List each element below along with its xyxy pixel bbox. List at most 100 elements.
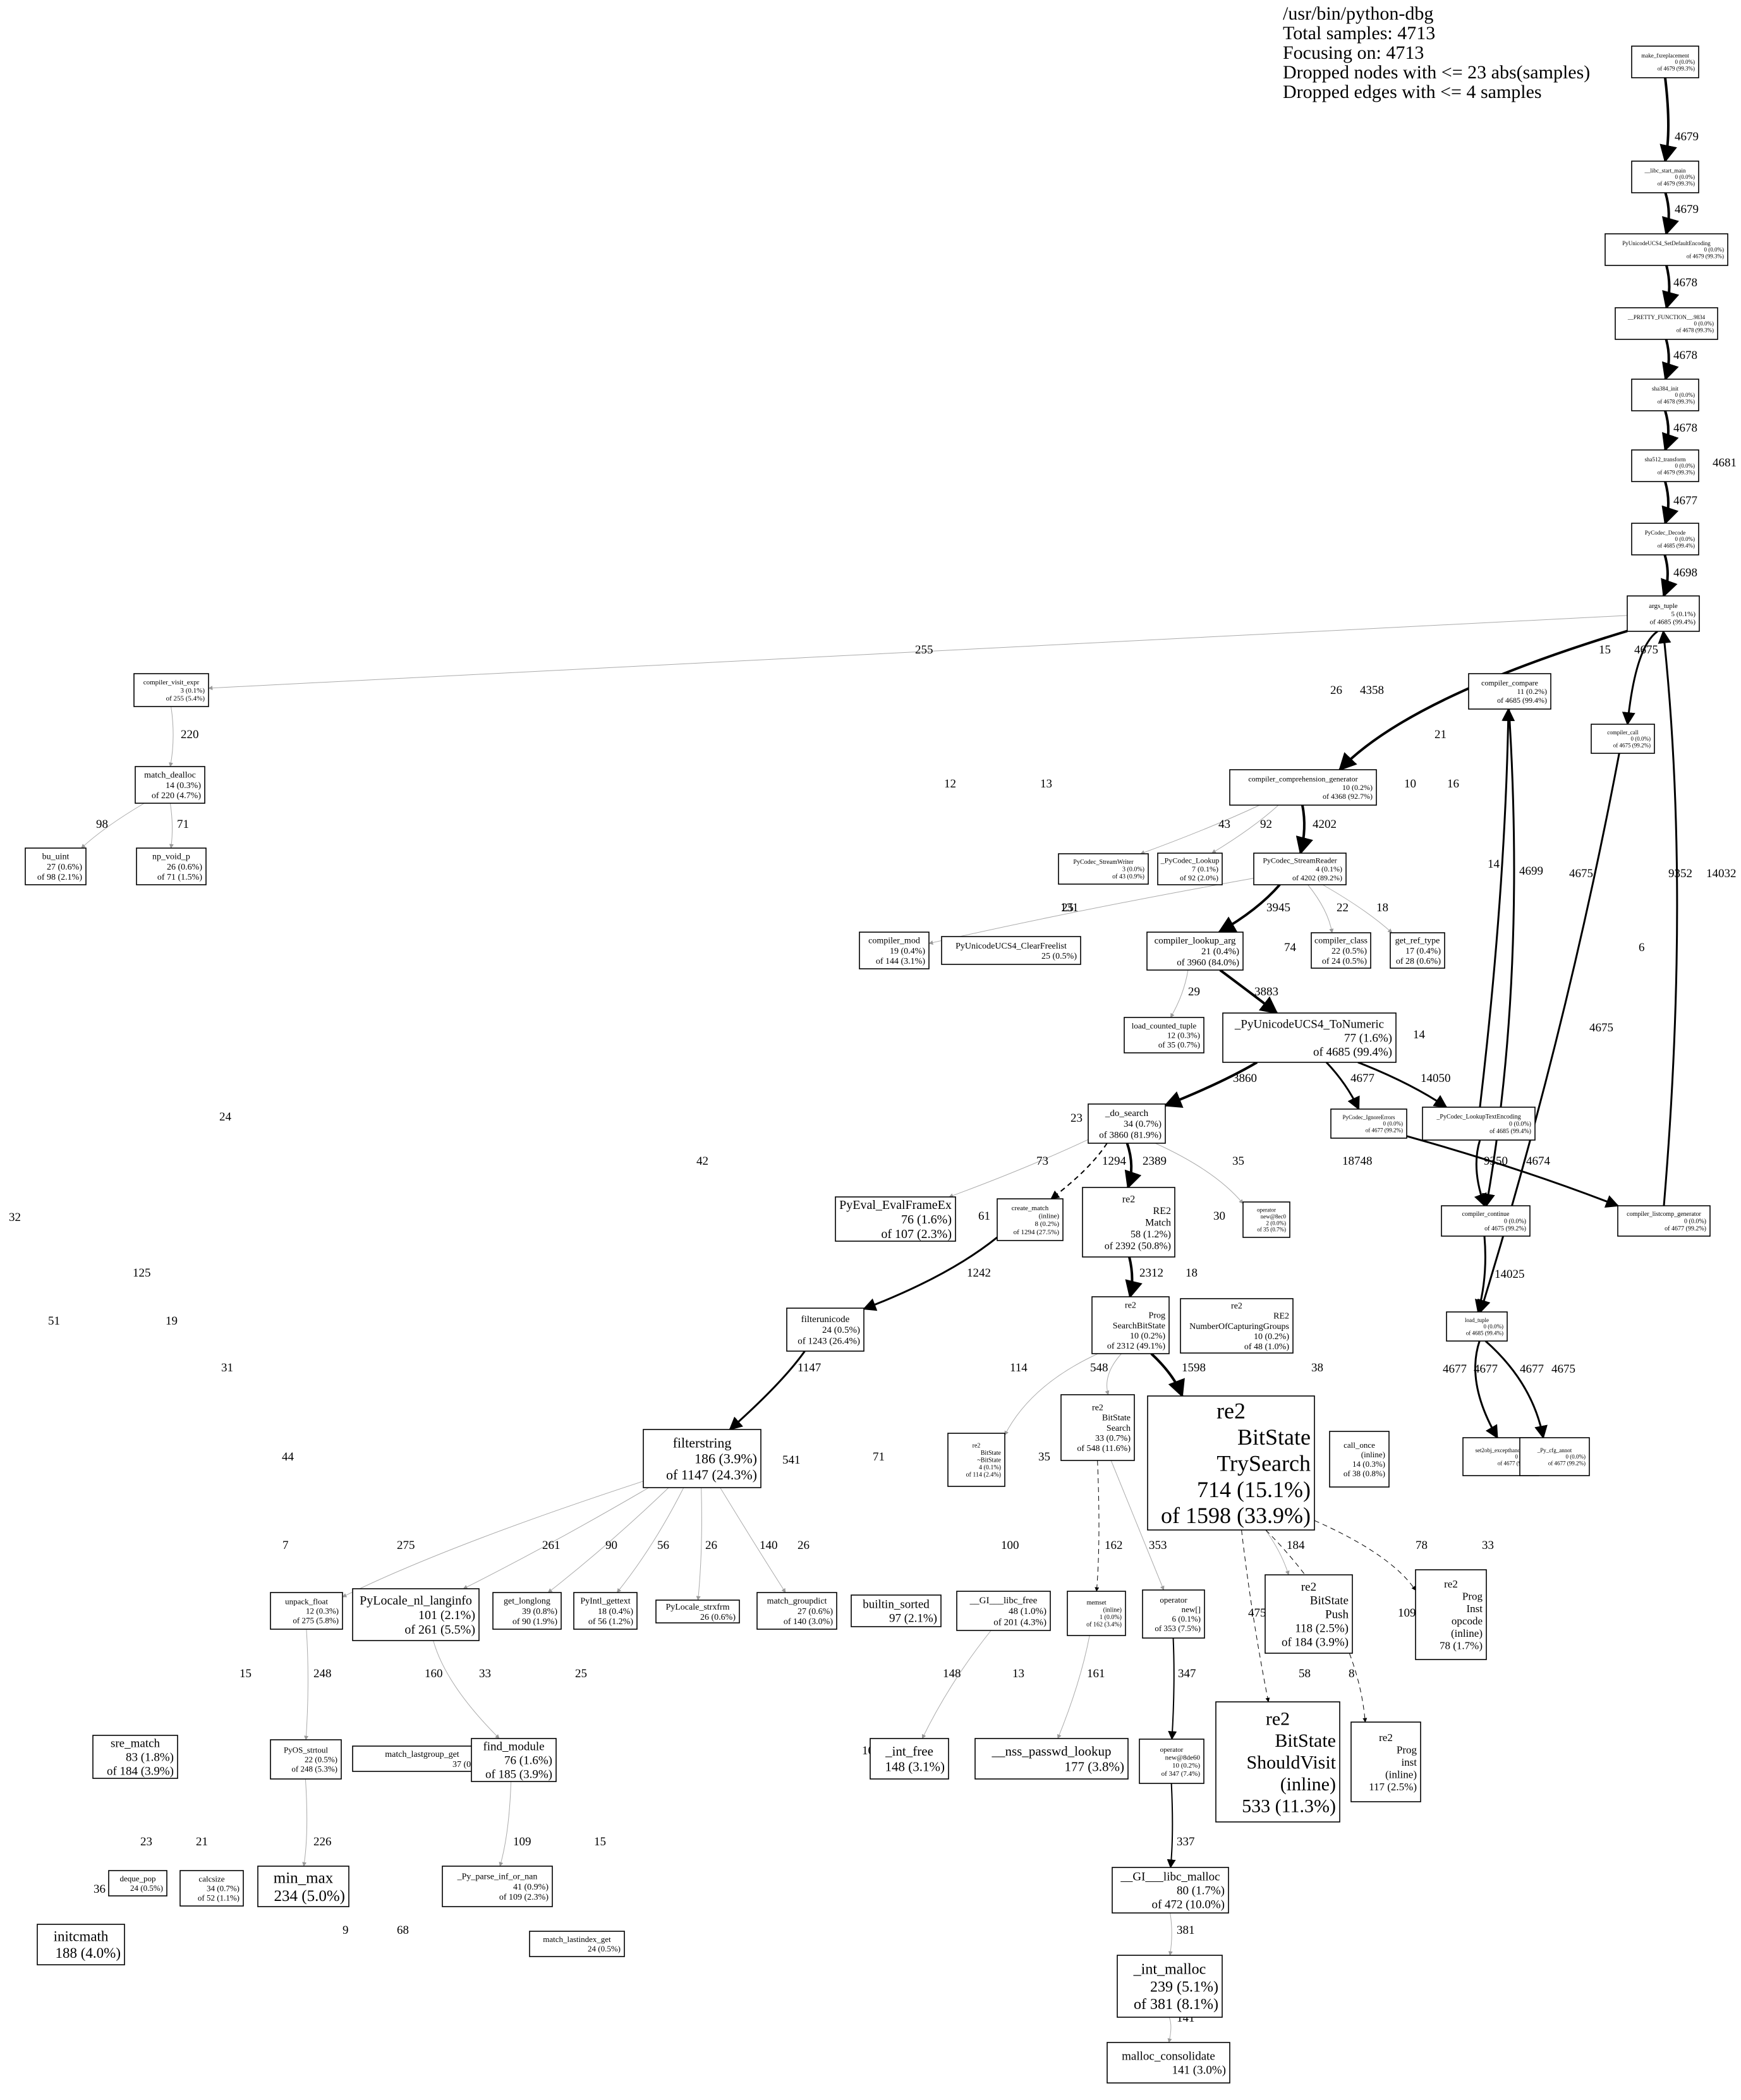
node-label-line: 6 (0.1%) [1172, 1614, 1201, 1624]
node-label-line: builtin_sorted [863, 1598, 930, 1611]
node-label-line: 12 (0.3%) [306, 1606, 339, 1615]
edge-label: 475 [1248, 1606, 1266, 1620]
node-label-line: of 347 (7.4%) [1162, 1770, 1201, 1778]
node-np_void_p[interactable]: np_void_p26 (0.6%)of 71 (1.5%) [136, 847, 207, 885]
node-box [492, 1592, 562, 1630]
node-label-line: __nss_passwd_lookup [991, 1744, 1111, 1759]
node-box [859, 932, 930, 969]
node-label-line: of 220 (4.7%) [152, 791, 201, 801]
node-label-line: ShouldVisit [1246, 1752, 1336, 1773]
node-label-line: 3 (0.0%) [1122, 866, 1144, 873]
edge-BitState_TrySearch-to-Prog_Inst_opcode [1314, 1520, 1416, 1591]
node-label-line: compiler_comprehension_generator [1248, 774, 1357, 783]
edge-label: 92 [1260, 818, 1272, 831]
node-label-line: 4 (0.1%) [1316, 865, 1342, 873]
edge-sha512_transform-to-PyCodec_Decode [1661, 481, 1679, 525]
edge-PyCodec_IgnoreErrors-to-compiler_listcomp_generator [1406, 1135, 1620, 1208]
node-label-line: of 140 (3.0%) [784, 1617, 833, 1627]
edge-PyLocale_nl_langinfo-to-find_module [433, 1640, 500, 1739]
node-box [1112, 1867, 1229, 1914]
edge-label: 337 [1177, 1835, 1195, 1848]
node-call_once[interactable]: call_once(inline)14 (0.3%)of 38 (0.8%) [1329, 1431, 1390, 1488]
edge-label: 23 [1071, 1112, 1083, 1125]
node-memset[interactable]: memset(inline)1 (0.0%)of 162 (3.4%) [1067, 1591, 1126, 1636]
node-label-line: compiler_lookup_arg [1155, 936, 1236, 946]
node-label-line: Search [1107, 1424, 1131, 1433]
edge-label: 4675 [1569, 867, 1593, 880]
node-create_match[interactable]: create_match(inline)8 (0.2%)of 1294 (27.… [997, 1198, 1064, 1241]
node-label-line: 239 (5.1%) [1150, 1979, 1218, 1995]
